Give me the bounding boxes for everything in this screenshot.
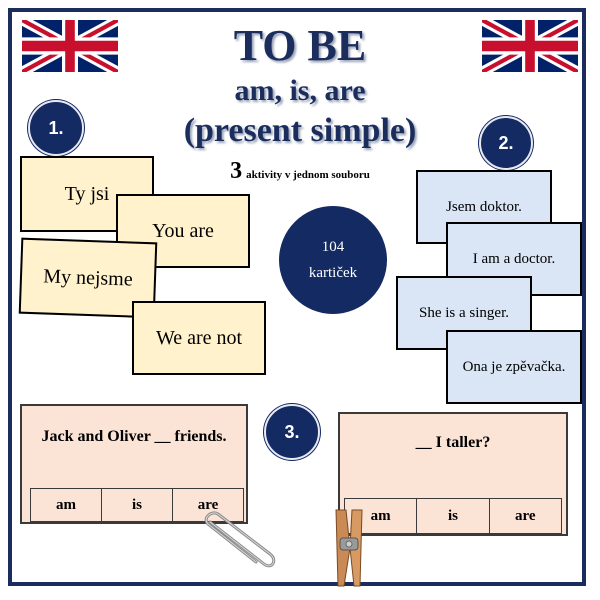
page-frame [8, 8, 586, 586]
quiz-question-left: Jack and Oliver __ friends. [41, 428, 227, 445]
activities-number: 3 [230, 158, 243, 184]
option-are-right[interactable]: are [515, 507, 536, 524]
page-title: TO BE [233, 21, 367, 70]
option-is-left[interactable]: is [102, 489, 173, 521]
quiz-panel-right: __ I taller? am is are [338, 412, 568, 536]
card-count-number: 104 [321, 239, 345, 255]
card-count-circle: 104 kartiček [279, 206, 387, 314]
activities-subtitle: 3 aktivity v jednom souboru [190, 158, 410, 185]
uk-flag-icon-left [22, 20, 118, 72]
title-line-forms: am, is, are [234, 74, 366, 107]
badge-activity-2: 2. [479, 116, 533, 170]
clothespin-icon [335, 509, 363, 587]
card-you-are: You are [116, 194, 250, 268]
quiz-options-right: am is are [344, 498, 562, 534]
badge-activity-1: 1. [28, 100, 84, 156]
title-line-tense: (present simple) [183, 112, 417, 149]
paperclip-icon [204, 511, 276, 568]
activities-text: aktivity v jednom souboru [246, 169, 370, 181]
quiz-panel-left: Jack and Oliver __ friends. am is are [20, 404, 248, 524]
card-count-label: kartiček [308, 265, 358, 281]
card-ona-je-zpevacka: Ona je zpěvačka. [446, 330, 582, 404]
option-is-right[interactable]: is [417, 499, 490, 533]
quiz-options-left: am is are [30, 488, 244, 522]
option-am-right[interactable]: am [345, 499, 418, 533]
quiz-question-right: __ I taller? [415, 434, 491, 451]
badge-activity-3: 3. [264, 404, 320, 460]
option-am-left[interactable]: am [31, 489, 102, 521]
card-we-are-not: We are not [132, 301, 266, 375]
uk-flag-icon-right [482, 20, 578, 72]
option-are-left[interactable]: are [197, 496, 219, 513]
